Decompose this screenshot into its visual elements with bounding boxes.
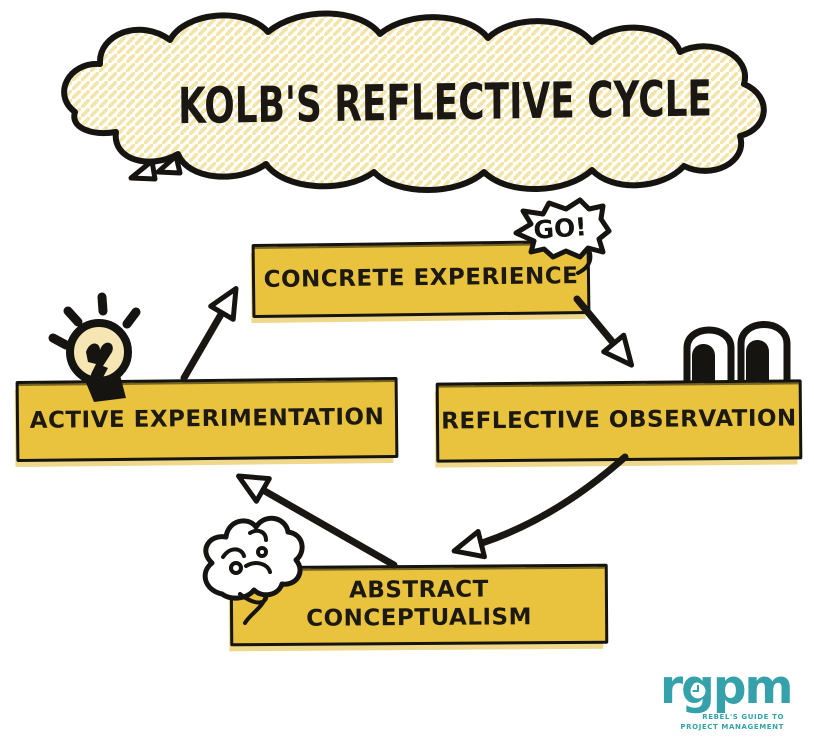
arrow-abstract-to-active xyxy=(236,473,398,569)
node-reflective-observation: REFLECTIVE OBSERVATION xyxy=(435,379,803,463)
clock-icon xyxy=(690,683,706,699)
node-concrete-experience: CONCRETE EXPERIENCE xyxy=(251,239,591,319)
node-active-experimentation: ACTIVE EXPERIMENTATION xyxy=(15,377,399,462)
arrow-active-to-concrete xyxy=(180,286,239,382)
node-label: REFLECTIVE OBSERVATION xyxy=(441,405,797,435)
node-abstract-conceptualism: ABSTRACT CONCEPTUALISM xyxy=(229,563,609,647)
rgpm-logo: rgpm REBEL'S GUIDE TO PROJECT MANAGEMENT xyxy=(660,660,800,733)
logo-tagline: REBEL'S GUIDE TO PROJECT MANAGEMENT xyxy=(680,712,784,732)
node-label: ACTIVE EXPERIMENTATION xyxy=(29,403,385,434)
node-label: CONCRETE EXPERIENCE xyxy=(263,263,579,294)
logo-wordmark: rgpm xyxy=(660,660,793,715)
go-badge: GO! xyxy=(532,211,588,245)
node-label-line2: CONCEPTUALISM xyxy=(306,604,533,632)
arrow-reflective-to-abstract xyxy=(451,453,629,560)
node-label-line1: ABSTRACT xyxy=(348,576,489,604)
page-title: KOLB'S REFLECTIVE CYCLE xyxy=(177,68,713,136)
